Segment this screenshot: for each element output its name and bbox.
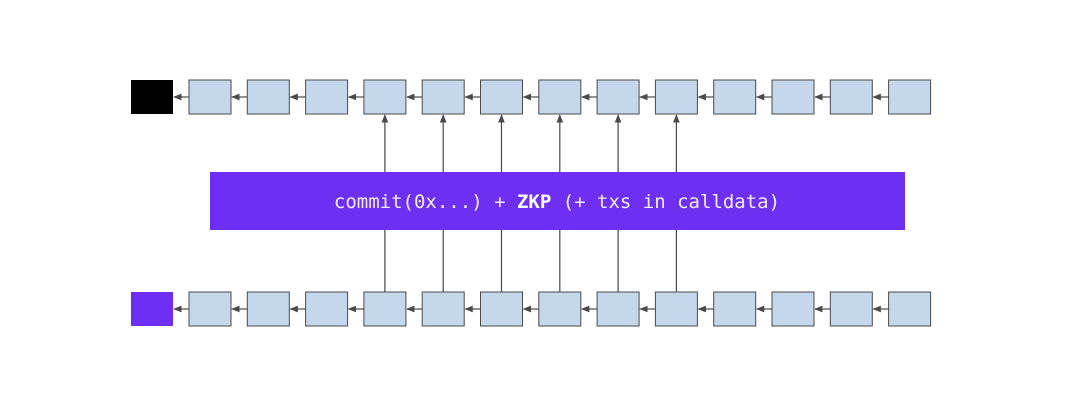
block [480, 291, 523, 327]
block [188, 79, 232, 115]
block [305, 291, 349, 327]
commit-banner: commit(0x...) + ZKP (+ txs in calldata) [210, 172, 905, 230]
block [596, 291, 640, 327]
banner-suffix: (+ txs in calldata) [551, 191, 780, 213]
block [421, 79, 465, 115]
block [713, 291, 757, 327]
block [363, 291, 407, 327]
block [888, 79, 932, 115]
block [829, 79, 873, 115]
block [363, 79, 407, 115]
banner-zkp: ZKP [517, 191, 551, 213]
l1-chain [131, 79, 932, 115]
block [188, 291, 232, 327]
l2-anchor-block [131, 292, 173, 326]
block [596, 79, 640, 115]
banner-background [210, 172, 905, 230]
block [654, 291, 698, 327]
block [305, 79, 349, 115]
block [771, 291, 815, 327]
block [829, 291, 873, 327]
block [538, 291, 582, 327]
l2-chain [131, 291, 932, 327]
banner-prefix: commit(0x...) + [334, 191, 517, 213]
banner-text: commit(0x...) + ZKP (+ txs in calldata) [334, 191, 780, 213]
l1-anchor-block [131, 80, 173, 114]
block [538, 79, 582, 115]
block [246, 79, 290, 115]
block [888, 291, 932, 327]
block [421, 291, 465, 327]
block [246, 291, 290, 327]
block [713, 79, 757, 115]
block [771, 79, 815, 115]
block [654, 79, 698, 115]
block [480, 79, 523, 115]
